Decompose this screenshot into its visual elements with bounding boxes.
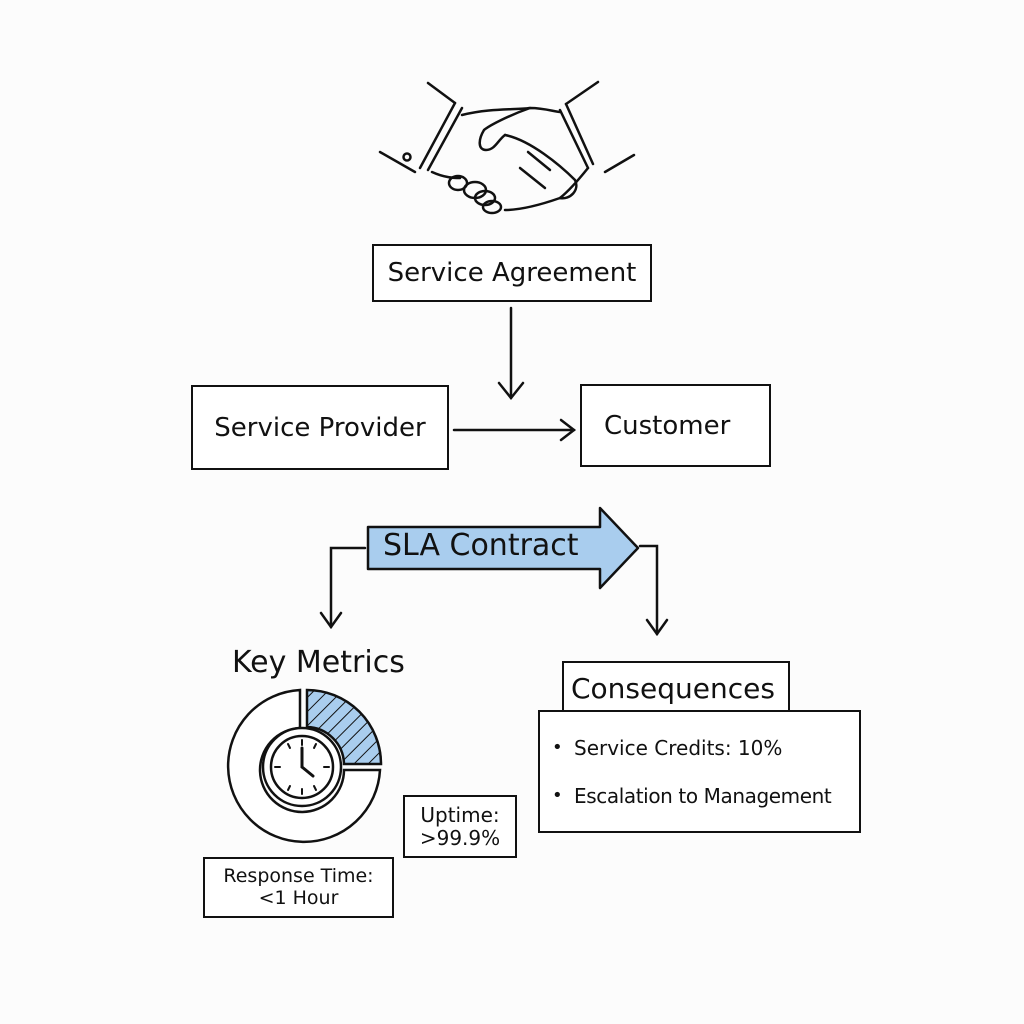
arrow-to-consequences bbox=[638, 544, 669, 637]
bullet: • bbox=[552, 785, 563, 806]
consequences-title: Consequences bbox=[571, 671, 775, 705]
consequence-item-label: Escalation to Management bbox=[574, 783, 832, 808]
response-time-label: Response Time: bbox=[223, 864, 374, 887]
handshake-icon bbox=[378, 80, 636, 215]
consequence-item: • Escalation to Management bbox=[552, 783, 832, 808]
sla-contract-arrow bbox=[366, 506, 640, 590]
sla-contract-label-wrap: SLA Contract bbox=[383, 528, 579, 563]
response-time-box: Response Time: <1 Hour bbox=[203, 857, 394, 918]
clock-donut-icon bbox=[226, 688, 383, 844]
service-provider-box: Service Provider bbox=[191, 385, 449, 470]
uptime-label: Uptime: bbox=[420, 802, 500, 827]
service-agreement-box: Service Agreement bbox=[372, 244, 652, 302]
consequence-item: • Service Credits: 10% bbox=[552, 736, 782, 760]
service-provider-label: Service Provider bbox=[214, 412, 426, 443]
arrow-to-key-metrics bbox=[319, 546, 367, 630]
customer-box: Customer bbox=[580, 384, 771, 467]
customer-label: Customer bbox=[604, 410, 731, 441]
consequences-box: • Service Credits: 10% • Escalation to M… bbox=[538, 710, 861, 833]
key-metrics-title-wrap: Key Metrics bbox=[232, 645, 405, 680]
uptime-value: >99.9% bbox=[419, 825, 501, 850]
consequences-title-box: Consequences bbox=[562, 661, 790, 713]
bullet: • bbox=[552, 737, 563, 758]
sla-contract-label: SLA Contract bbox=[383, 528, 579, 563]
consequence-item-label: Service Credits: 10% bbox=[574, 735, 783, 760]
arrow-agreement-down bbox=[497, 306, 525, 401]
arrow-provider-to-customer bbox=[452, 418, 577, 442]
uptime-box: Uptime: >99.9% bbox=[403, 795, 517, 858]
service-agreement-label: Service Agreement bbox=[387, 258, 637, 288]
response-time-value: <1 Hour bbox=[258, 886, 339, 909]
key-metrics-title: Key Metrics bbox=[232, 645, 405, 680]
